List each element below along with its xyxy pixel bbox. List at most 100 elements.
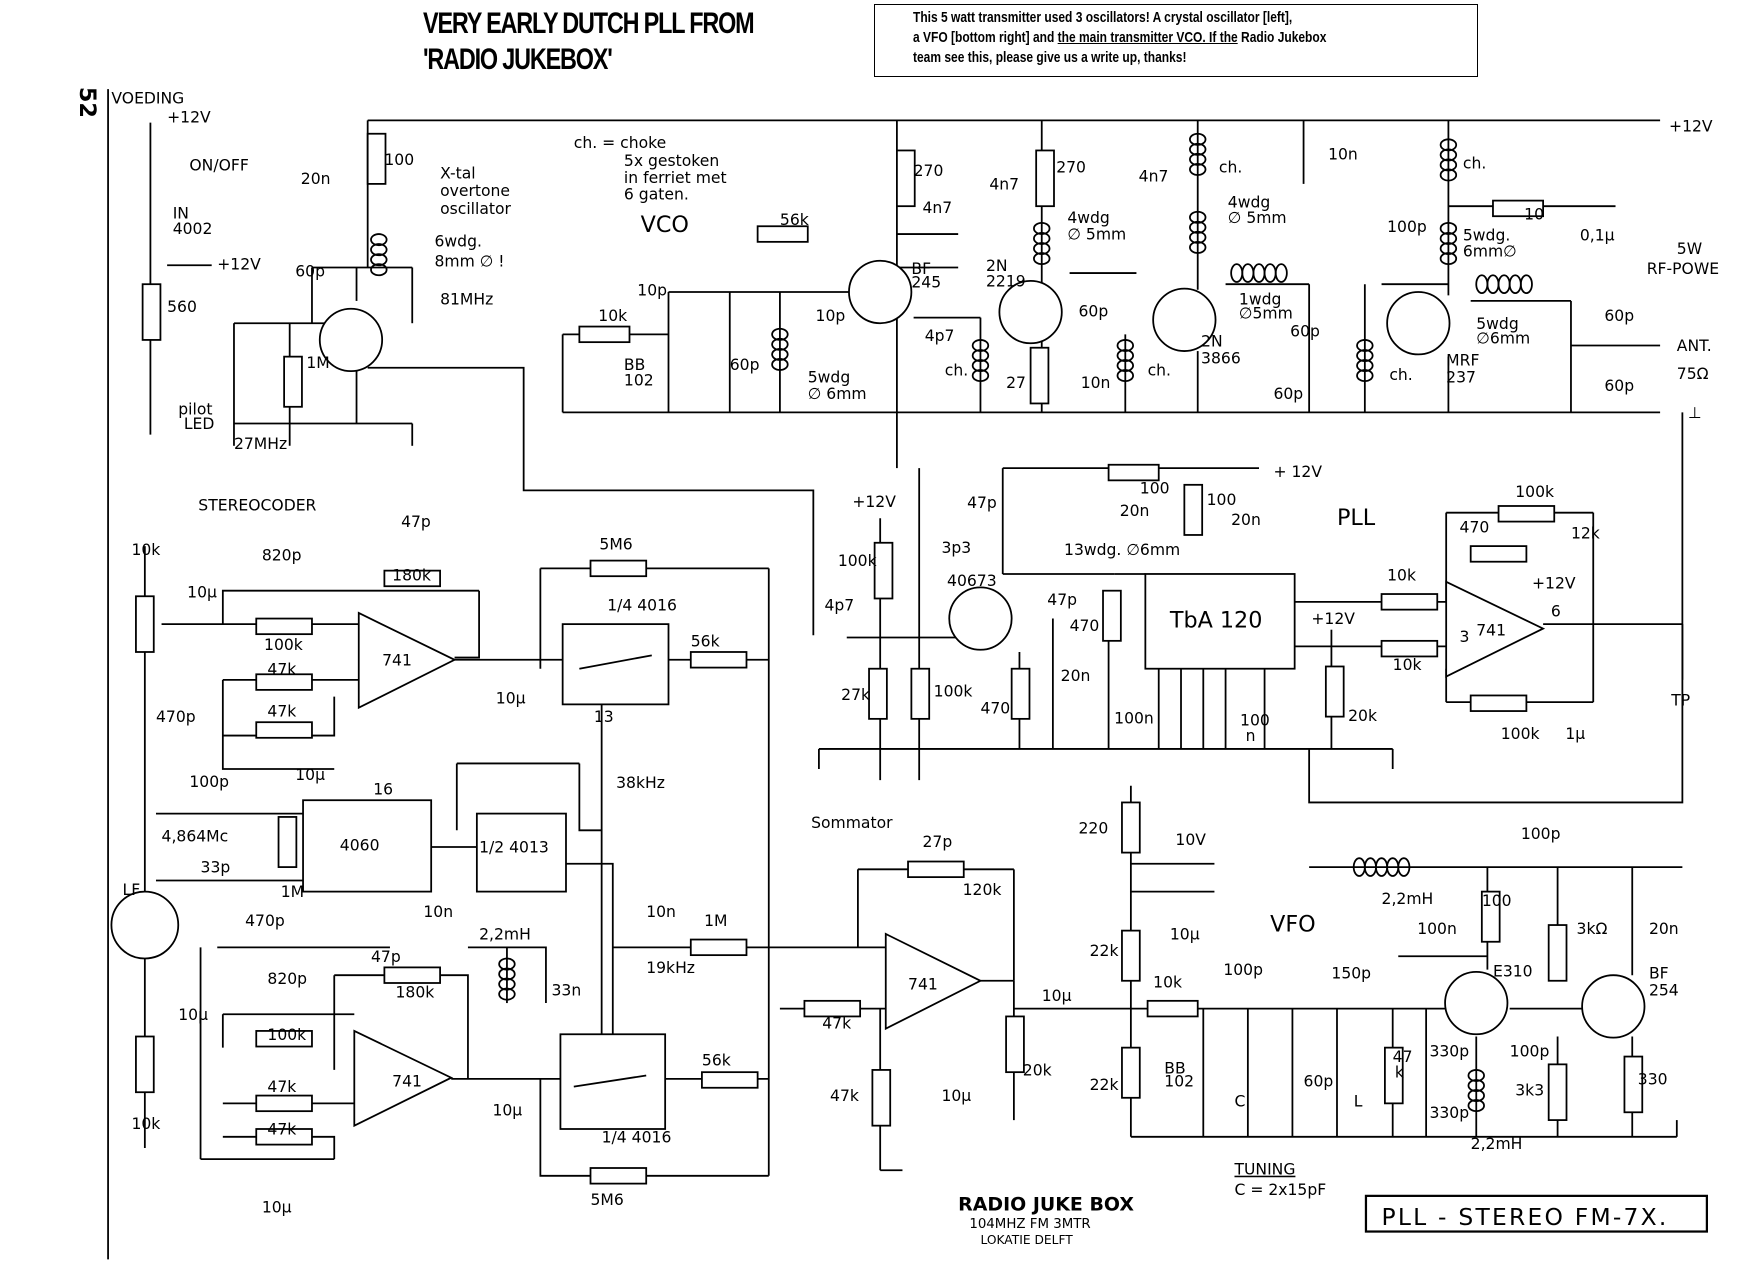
pa-label: 6mm∅ (1463, 242, 1517, 260)
stereocoder-label: LF (123, 881, 141, 899)
note-line-2b: the main transmitter VCO. If the (1057, 29, 1238, 46)
stereocoder-label: 1/4 4016 (602, 1128, 672, 1146)
pll-label: PLL (1337, 505, 1376, 531)
stereocoder-label: 38kHz (616, 774, 665, 792)
inductor-coil (1486, 274, 1500, 295)
inductor-coil (1189, 132, 1207, 146)
inductor-coil (1116, 349, 1134, 362)
op-amp-741 (357, 611, 457, 710)
pll-label: 40673 (947, 572, 997, 590)
pa-label: 4wdg (1228, 193, 1270, 211)
pll-label: 12k (1571, 524, 1600, 542)
tuning-value: C = 2x15pF (1234, 1181, 1326, 1199)
stereocoder-label: 1M (704, 912, 727, 930)
inductor-coil (370, 253, 388, 267)
transistor (1444, 970, 1509, 1036)
resistor (871, 1069, 892, 1127)
inductor-coil (971, 339, 990, 352)
pll-label: n (1246, 727, 1256, 745)
pa-label: 237 (1446, 368, 1476, 386)
stereocoder-label: 10k (131, 1115, 160, 1133)
inductor-coil (771, 337, 789, 351)
xtal-label: 60p (295, 262, 325, 280)
xtal-label: 27MHz (234, 435, 287, 453)
pa-label: ANT. (1677, 337, 1712, 355)
resistor (756, 225, 809, 243)
vco-label: 4p7 (925, 327, 955, 345)
pll-label: TP (1670, 691, 1690, 709)
vfo-label: E310 (1493, 962, 1533, 980)
stereocoder-label: 10k (131, 541, 160, 559)
inductor-coil (1397, 857, 1411, 877)
pll-label: 100 (1207, 491, 1237, 509)
stereocoder-label: 100k (264, 636, 303, 654)
pll-label: TbA 120 (1169, 607, 1263, 633)
inductor-coil (1508, 274, 1522, 295)
resistor (1380, 639, 1439, 658)
inductor-coil (370, 243, 388, 257)
wire (539, 1078, 769, 1177)
resistor (255, 1094, 313, 1113)
sommator-label: 27p (923, 833, 953, 851)
lf-input-connector (110, 890, 180, 960)
sommator-label: 47k (830, 1087, 859, 1105)
pll-label: 100k (1515, 483, 1554, 501)
inductor-coil (1274, 263, 1288, 283)
vco-label: 56k (780, 211, 809, 229)
power-label: +12V (217, 256, 261, 274)
inductor-coil (1467, 1069, 1485, 1082)
vfo-label: 220 (1079, 820, 1109, 838)
vco-label: 102 (624, 372, 654, 390)
pa-label: ∅ 5mm (1228, 209, 1287, 227)
vfo-label: 100p (1223, 961, 1263, 979)
inductor-coil (1439, 232, 1458, 245)
inductor-coil (1519, 274, 1533, 295)
pa-label: 0,1μ (1580, 227, 1615, 245)
pll-label: 100n (1114, 709, 1154, 727)
resistor (896, 149, 916, 208)
wire (578, 763, 603, 1037)
pll-label: 20n (1231, 511, 1261, 529)
resistor (1469, 694, 1528, 712)
stereocoder-label: 10n (646, 903, 676, 921)
inductor-coil (1439, 242, 1458, 255)
stereocoder-label: 100p (189, 773, 229, 791)
stereocoder-label: 4060 (340, 836, 380, 854)
wire (334, 974, 469, 1079)
vco-label: BF (911, 260, 931, 278)
pa-label: ∅6mm (1476, 329, 1530, 347)
resistor (283, 355, 303, 408)
wire (1308, 624, 1684, 804)
pll-label: 1μ (1565, 725, 1585, 743)
pa-label: 60p (1273, 385, 1303, 403)
pll-label: 3p3 (941, 539, 971, 557)
stereocoder-label: 47p (371, 948, 401, 966)
cd4016-switch-ic (561, 623, 670, 706)
vfo-label: 3kΩ (1577, 920, 1608, 938)
vco-label: 60p (730, 356, 760, 374)
vfo-label: 22k (1090, 1076, 1119, 1094)
inductor-coil (771, 327, 789, 341)
sommator-label: 10μ (941, 1087, 971, 1105)
pa-label: MRF (1446, 352, 1479, 370)
pa-label: RF-POWE (1647, 260, 1719, 278)
inductor-coil (1033, 242, 1051, 255)
resistor (255, 673, 313, 691)
stereocoder-label: 1/2 4013 (479, 839, 549, 857)
vfo-label: 330p (1429, 1104, 1469, 1122)
pa-label: 100p (1387, 218, 1427, 236)
vco-label: 245 (911, 274, 941, 292)
resistor (1380, 593, 1439, 611)
pll-label: 470 (1460, 519, 1490, 537)
pa-label: +12V (1669, 118, 1713, 136)
resistor (1480, 890, 1501, 943)
vco-label: 270 (914, 162, 944, 180)
stereocoder-label: 47k (267, 660, 296, 678)
vfo-label: 150p (1331, 965, 1371, 983)
title-block: PLL - STEREO FM-7X. (1382, 1203, 1669, 1231)
resistor (255, 617, 313, 636)
wire (454, 590, 480, 659)
vfo-label: BB (1164, 1059, 1185, 1077)
xtal-label: 81MHz (440, 290, 493, 308)
resistor (589, 559, 648, 578)
